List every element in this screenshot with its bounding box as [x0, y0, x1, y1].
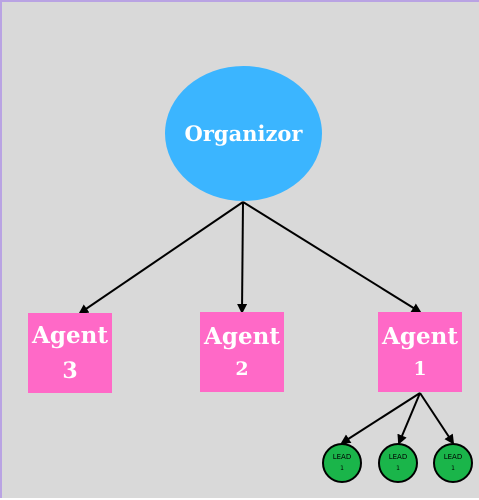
lead-node-middle[interactable]: LEAD 1 — [378, 443, 418, 483]
arrow-agent-1-to-lead-middle — [397, 392, 421, 445]
arrow-agent-1-to-lead-right — [419, 392, 455, 445]
agent-1-title: Agent — [382, 322, 458, 350]
lead-right-number: 1 — [451, 465, 455, 472]
organizer-node[interactable]: Organizor — [165, 66, 322, 201]
agent-3-node[interactable]: Agent 3 — [28, 313, 112, 393]
agent-2-title: Agent — [204, 322, 280, 350]
organizer-label: Organizor — [184, 120, 303, 146]
agent-3-title: Agent — [32, 322, 108, 349]
lead-left-title: LEAD — [332, 453, 352, 461]
arrow-agent-1-to-lead-left — [340, 392, 421, 445]
agent-2-number: 2 — [235, 358, 249, 381]
lead-node-left[interactable]: LEAD 1 — [322, 443, 362, 483]
agent-3-number: 3 — [62, 357, 78, 384]
lead-right-title: LEAD — [443, 453, 463, 461]
arrow-organizer-to-agent-2 — [237, 201, 248, 314]
agent-2-node[interactable]: Agent 2 — [200, 312, 284, 392]
lead-node-right[interactable]: LEAD 1 — [433, 443, 473, 483]
lead-middle-title: LEAD — [388, 453, 408, 461]
arrow-organizer-to-agent-1 — [242, 201, 422, 314]
arrow-organizer-to-agent-3 — [78, 201, 244, 315]
agent-1-number: 1 — [413, 358, 427, 381]
agent-1-node[interactable]: Agent 1 — [378, 312, 462, 392]
lead-middle-number: 1 — [396, 465, 400, 472]
lead-left-number: 1 — [340, 465, 344, 472]
